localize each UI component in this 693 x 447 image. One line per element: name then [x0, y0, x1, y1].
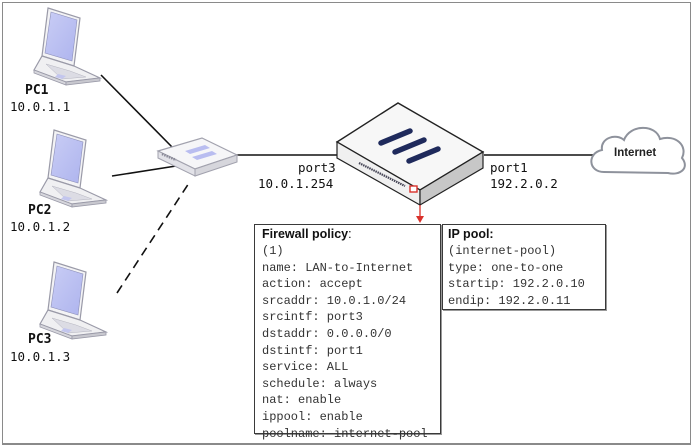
ip-pool-box: IP pool: (internet-pool) type: one-to-one… [442, 224, 606, 310]
firewall-icon [335, 102, 485, 207]
policy-line: name: LAN-to-Internet [262, 260, 414, 275]
port3-ip: 10.0.1.254 [258, 176, 334, 191]
policy-line: dstintf: port1 [262, 343, 363, 358]
port1-ip: 192.2.0.2 [490, 176, 558, 191]
pc1-name: PC1 [25, 83, 49, 98]
policy-line: poolname: internet-pool [262, 426, 428, 441]
ip-pool-title: IP pool: [448, 227, 494, 241]
ip-pool-lines: (internet-pool) type: one-to-one startip: … [448, 243, 605, 309]
policy-line: dstaddr: 0.0.0.0/0 [262, 326, 392, 341]
pool-line: type: one-to-one [448, 260, 564, 275]
policy-line: service: ALL [262, 360, 349, 375]
pc3-name: PC3 [28, 332, 52, 347]
link-pc2-switch [111, 165, 177, 177]
pc2-ip: 10.0.1.2 [10, 219, 71, 234]
pc3-ip: 10.0.1.3 [10, 349, 71, 364]
policy-line: ippool: enable [262, 409, 363, 424]
port1-name: port1 [490, 160, 528, 175]
link-pc3-switch [116, 182, 190, 294]
switch-icon [156, 137, 239, 177]
pool-line: startip: 192.2.0.10 [448, 277, 585, 292]
policy-line: action: accept [262, 277, 363, 292]
policy-line: schedule: always [262, 376, 378, 391]
laptop-icon-pc3 [39, 261, 107, 340]
internet-label: Internet [614, 147, 657, 159]
pc1-ip: 10.0.1.1 [10, 99, 71, 114]
policy-line: nat: enable [262, 393, 342, 408]
pool-line: (internet-pool) [448, 244, 557, 258]
policy-line: (1) [262, 244, 284, 258]
link-pc1-switch [100, 74, 174, 149]
pool-line: endip: 192.2.0.11 [448, 293, 571, 308]
laptop-icon-pc1 [33, 7, 101, 86]
firewall-policy-box: Firewall policy: (1) name: LAN-to-Interne… [254, 224, 441, 441]
arrow-icon [416, 205, 424, 223]
policy-line: srcaddr: 10.0.1.0/24 [262, 293, 407, 308]
firewall-policy-title: Firewall policy: [262, 227, 352, 241]
cloud-icon [590, 126, 686, 175]
port3-name: port3 [298, 160, 336, 175]
firewall-status-led [409, 185, 418, 193]
pc2-name: PC2 [28, 203, 52, 218]
laptop-icon-pc2 [39, 129, 107, 208]
policy-line: srcintf: port3 [262, 310, 363, 325]
